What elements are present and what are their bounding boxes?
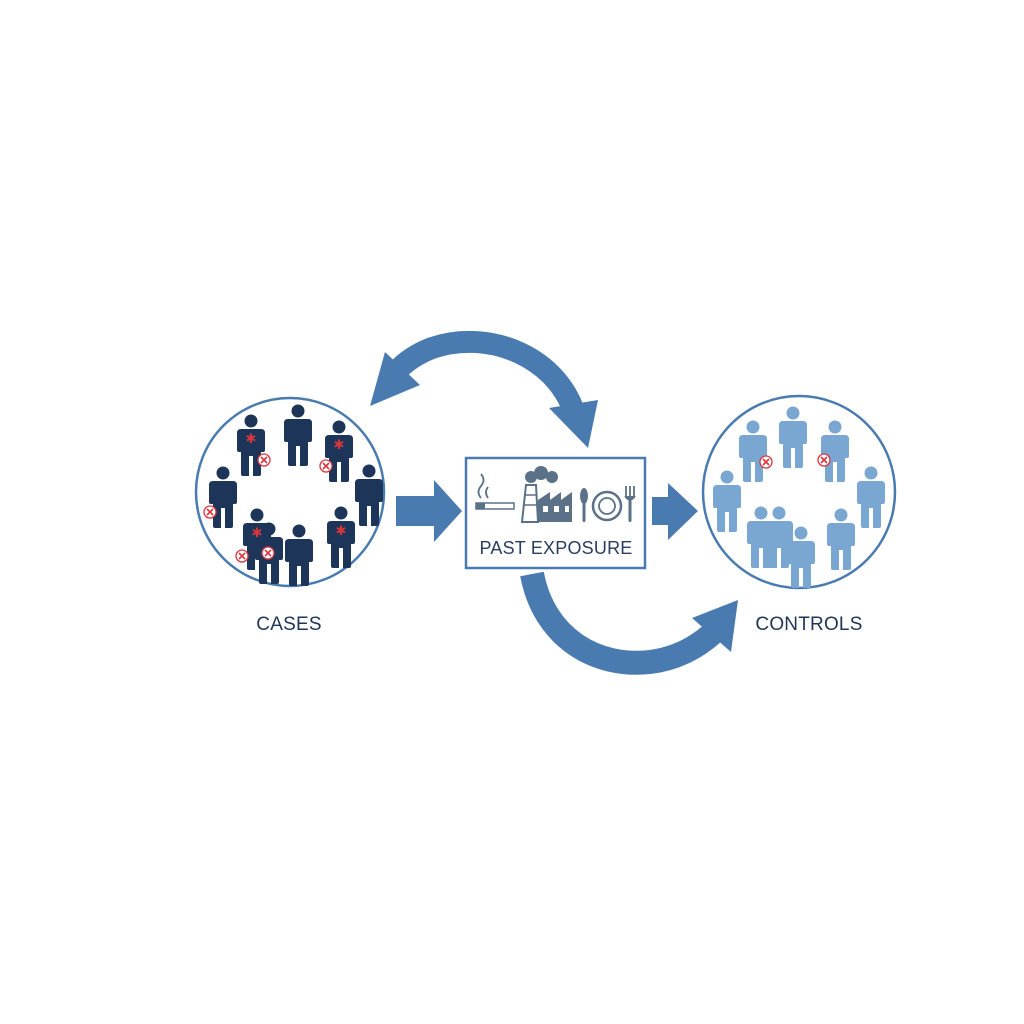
exposure-marker-icon — [319, 459, 333, 473]
cigarette-icon — [475, 473, 515, 510]
spoon-icon — [580, 488, 588, 522]
cases-label: CASES — [256, 614, 322, 635]
fork-icon — [624, 486, 636, 522]
cases-people: ✱ ✱ ✱ ✱ — [203, 404, 383, 586]
disease-marker-icon: ✱ — [334, 438, 345, 453]
controls-people — [713, 406, 885, 588]
disease-marker-icon: ✱ — [246, 432, 257, 447]
controls-label: CONTROLS — [755, 614, 863, 635]
exposure-marker-icon — [235, 549, 249, 563]
bottom-curved-arrow — [520, 571, 738, 675]
exposure-marker-icon — [817, 453, 831, 467]
plate-icon — [591, 490, 623, 522]
arrow-cases-to-exposure — [396, 480, 462, 542]
exposure-marker-icon — [257, 453, 271, 467]
disease-marker-icon: ✱ — [336, 524, 347, 539]
exposure-marker-icon — [261, 546, 275, 560]
top-curved-arrow — [370, 330, 598, 448]
factory-icon — [520, 466, 572, 523]
exposure-label: PAST EXPOSURE — [479, 538, 633, 558]
exposure-marker-icon — [759, 455, 773, 469]
arrow-exposure-to-controls — [652, 483, 698, 540]
exposure-marker-icon — [203, 505, 217, 519]
disease-marker-icon: ✱ — [252, 526, 263, 541]
